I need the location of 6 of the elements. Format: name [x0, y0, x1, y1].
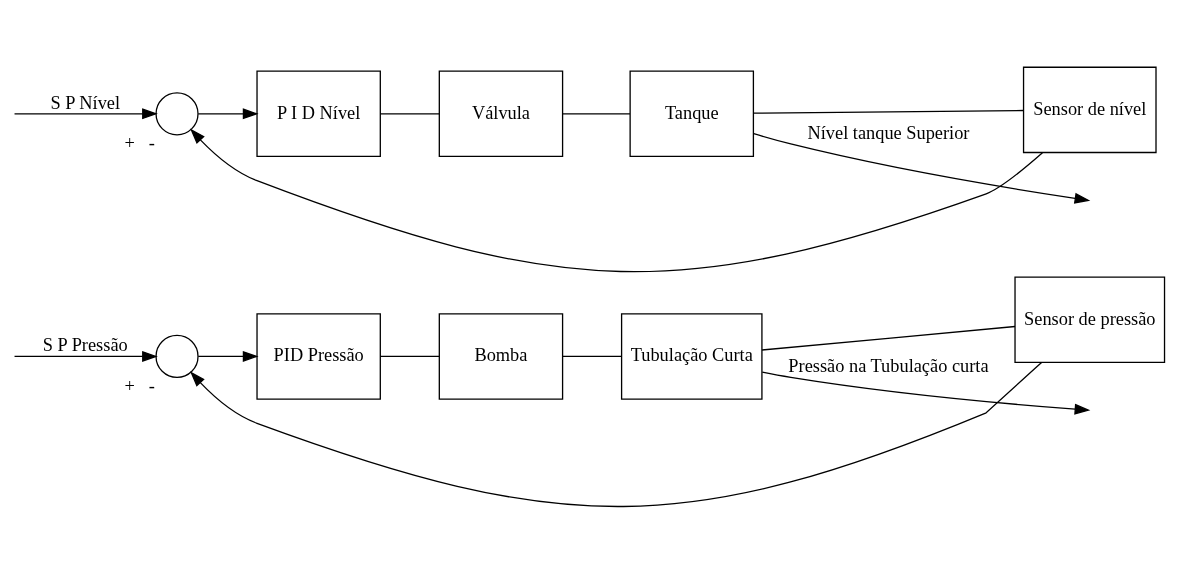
edge-label: Pressão na Tubulação curta	[788, 355, 989, 376]
edge-label: Nível tanque Superior	[807, 122, 970, 143]
edge-label: S P Nível	[50, 92, 121, 113]
node-label: + -	[124, 375, 155, 396]
node-label: + -	[124, 132, 155, 153]
edge-label: S P Pressão	[42, 334, 128, 355]
